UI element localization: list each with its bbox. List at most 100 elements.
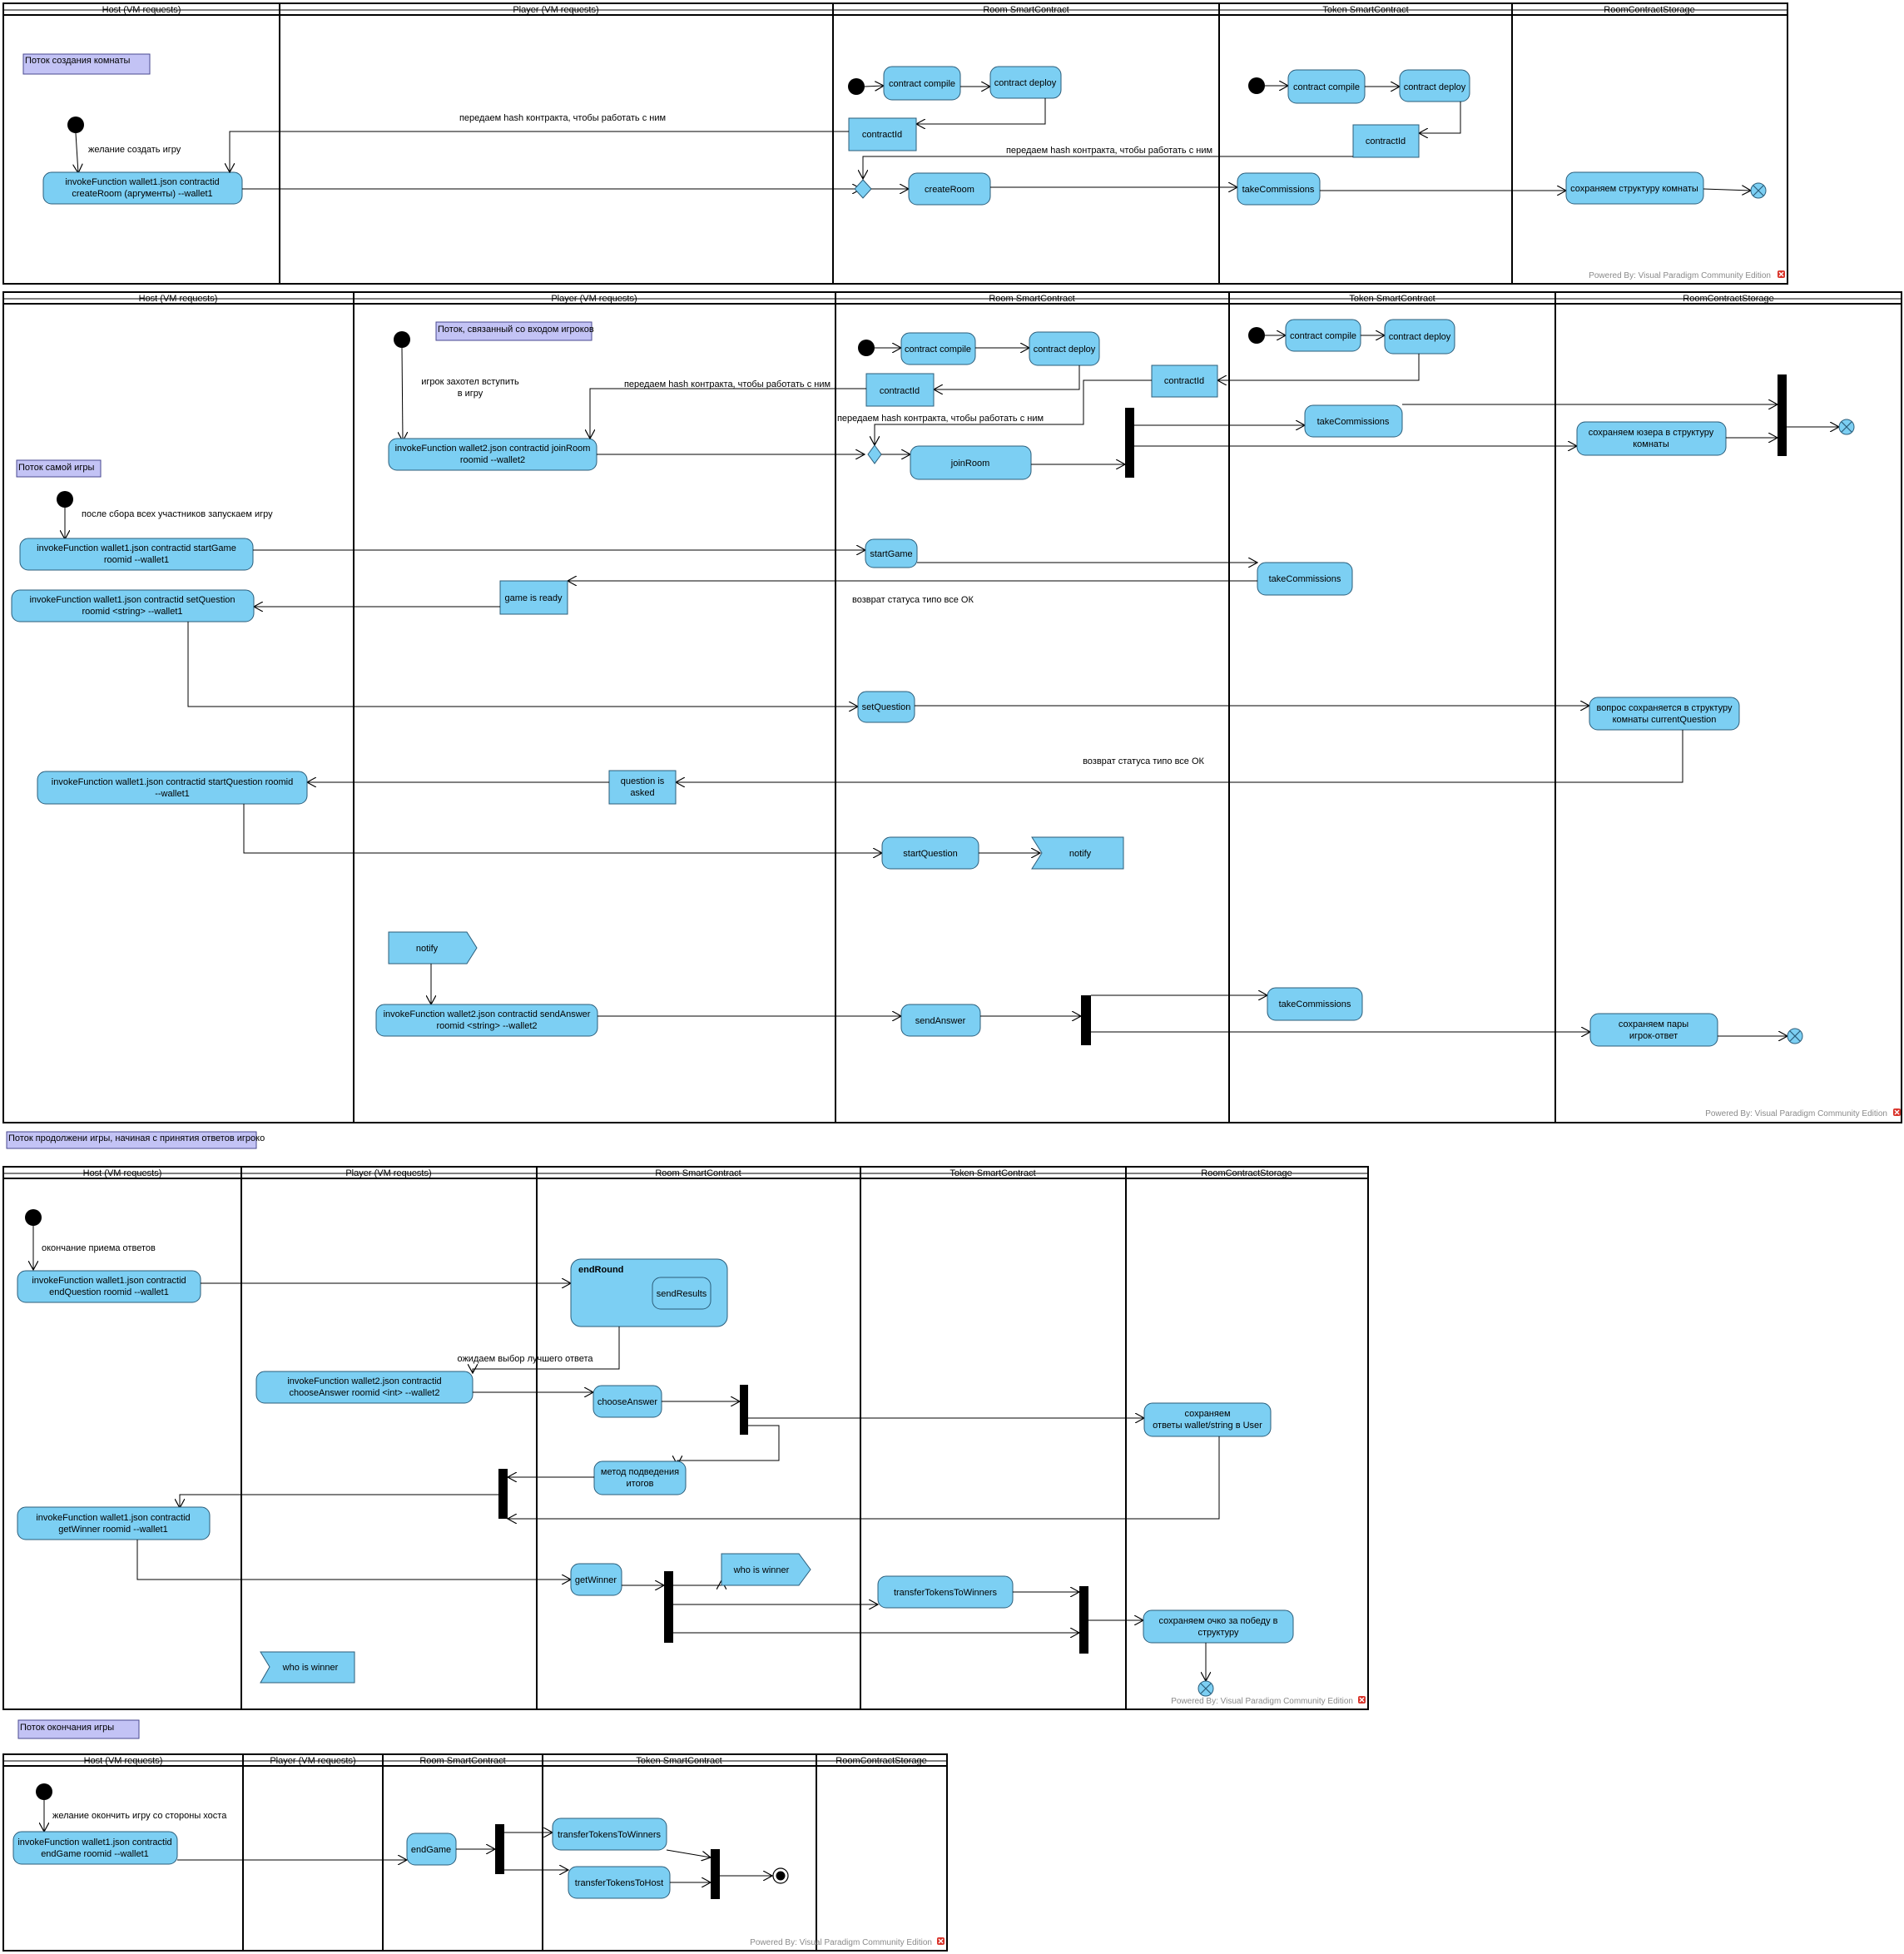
token-deploy-node[interactable] <box>1384 319 1455 355</box>
transfer-winners-node[interactable] <box>552 1818 667 1851</box>
set-question-request[interactable] <box>11 589 255 622</box>
contract-deploy-node[interactable] <box>1029 331 1100 366</box>
notify-signal-send[interactable] <box>388 931 478 965</box>
send-answer-request[interactable] <box>375 1004 598 1037</box>
node-text: invokeFunction wallet1.json contractid s… <box>29 595 235 605</box>
end-question-request[interactable] <box>17 1270 201 1303</box>
node-text: сохраняем пары <box>1619 1019 1688 1029</box>
create-room-request[interactable] <box>42 171 243 205</box>
lane-host: Host (VM requests) <box>84 1756 163 1766</box>
summary-node[interactable] <box>593 1461 687 1495</box>
flow-label: в игру <box>458 389 483 399</box>
node-text: структуру <box>1197 1628 1239 1638</box>
node-text: who is winner <box>282 1663 339 1673</box>
contract-compile-node[interactable] <box>900 332 976 365</box>
save-pairs-node[interactable] <box>1589 1013 1718 1047</box>
node-text: contract compile <box>889 79 955 89</box>
node-text: сохраняем очко за победу в <box>1159 1616 1278 1626</box>
create-room-node[interactable] <box>908 172 991 206</box>
node-text: notify <box>1069 849 1092 859</box>
take-commissions-node[interactable] <box>1237 172 1321 206</box>
who-is-winner-signal-accept[interactable] <box>260 1651 355 1684</box>
flow-note <box>435 321 593 341</box>
take-commissions-node[interactable] <box>1267 987 1363 1021</box>
node-text: startQuestion <box>903 849 957 859</box>
end-game-request[interactable] <box>12 1831 178 1865</box>
save-user-node[interactable] <box>1576 421 1727 456</box>
node-text: notify <box>416 944 439 954</box>
token-contractid-object[interactable] <box>1352 124 1420 158</box>
initial-node <box>57 491 73 508</box>
take-commissions-node[interactable] <box>1257 562 1353 596</box>
flow-label: возврат статуса типо все ОК <box>1083 756 1204 766</box>
start-game-node[interactable] <box>865 538 918 568</box>
flow-label: передаем hash контракта, чтобы работать … <box>1006 146 1212 156</box>
send-answer-node[interactable] <box>900 1004 981 1037</box>
save-point-node[interactable] <box>1143 1609 1294 1644</box>
contractid-object[interactable] <box>848 117 917 151</box>
node-text: --wallet1 <box>155 789 190 799</box>
initial-node <box>1248 77 1265 94</box>
fork-bar <box>740 1385 748 1435</box>
save-room-node[interactable] <box>1565 171 1704 205</box>
node-text: contractId <box>862 130 902 140</box>
node-text: takeCommissions <box>1317 417 1390 427</box>
contract-deploy-node[interactable] <box>989 66 1062 99</box>
lane-room-contract: Room SmartContract <box>655 1168 741 1178</box>
node-text: chooseAnswer <box>597 1397 657 1407</box>
lane-token-contract: Token SmartContract <box>1322 5 1408 15</box>
token-contractid-object[interactable] <box>1151 365 1218 398</box>
set-question-node[interactable] <box>857 691 915 723</box>
node-text: contractId <box>1164 376 1204 386</box>
node-text: сохраняем <box>1184 1409 1230 1419</box>
start-question-request[interactable] <box>37 771 308 805</box>
choose-answer-request[interactable] <box>255 1371 474 1404</box>
node-text: invokeFunction wallet1.json contractid <box>65 177 219 187</box>
node-text: invokeFunction wallet1.json contractid s… <box>37 543 236 553</box>
start-game-request[interactable] <box>19 538 254 571</box>
lane-player: Player (VM requests) <box>513 5 598 15</box>
node-text: endRound <box>578 1265 623 1275</box>
token-deploy-node[interactable] <box>1399 69 1470 102</box>
node-text: invokeFunction wallet1.json contractid <box>17 1837 171 1847</box>
node-text: who is winner <box>733 1565 790 1575</box>
node-text: setQuestion <box>862 702 911 712</box>
lane-host: Host (VM requests) <box>102 5 181 15</box>
join-room-node[interactable] <box>910 445 1032 480</box>
node-text: getWinner roomid --wallet1 <box>58 1525 167 1535</box>
join-bar <box>1778 374 1787 456</box>
node-text: roomid --wallet1 <box>104 555 169 565</box>
node-text: contract deploy <box>1404 82 1466 92</box>
take-commissions-node[interactable] <box>1304 404 1403 438</box>
get-winner-node[interactable] <box>570 1563 622 1596</box>
node-text: question is <box>621 776 665 786</box>
contractid-object[interactable] <box>865 373 935 407</box>
question-asked-object[interactable] <box>608 770 677 805</box>
node-text: getWinner <box>575 1575 617 1585</box>
powered-by-label: Powered By: Visual Paradigm Community Ed… <box>750 1938 932 1947</box>
fork-bar <box>1081 995 1091 1045</box>
flow-label: желание окончить игру со стороны хоста <box>52 1811 227 1821</box>
node-text: createRoom (аргументы) --wallet1 <box>72 189 212 199</box>
save-answers-node[interactable] <box>1143 1402 1272 1437</box>
game-ready-object[interactable] <box>499 580 568 615</box>
node-text: roomid <string> --wallet2 <box>436 1021 537 1031</box>
node-text: transferTokensToWinners <box>558 1830 662 1840</box>
node-text: createRoom <box>925 185 974 195</box>
who-is-winner-signal-send[interactable] <box>721 1553 811 1586</box>
flow-note <box>17 1719 140 1739</box>
node-text: комнаты currentQuestion <box>1613 715 1717 725</box>
question-saved-node[interactable] <box>1589 697 1740 731</box>
node-text: contractId <box>1366 136 1406 146</box>
node-text: комнаты <box>1633 439 1669 449</box>
end-round-node[interactable] <box>570 1258 728 1327</box>
send-results-node[interactable] <box>652 1277 712 1310</box>
contract-compile-node[interactable] <box>883 66 961 101</box>
flow-label: игрок захотел вступить <box>421 377 519 387</box>
lane-room-contract: Room SmartContract <box>989 294 1074 304</box>
flow-note-text: Поток продолжени игры, начиная с приняти… <box>8 1133 265 1143</box>
get-winner-request[interactable] <box>17 1506 211 1540</box>
flow-note <box>16 459 102 478</box>
lane-storage: RoomContractStorage <box>1604 5 1694 15</box>
notify-signal-accept[interactable] <box>1031 836 1124 870</box>
